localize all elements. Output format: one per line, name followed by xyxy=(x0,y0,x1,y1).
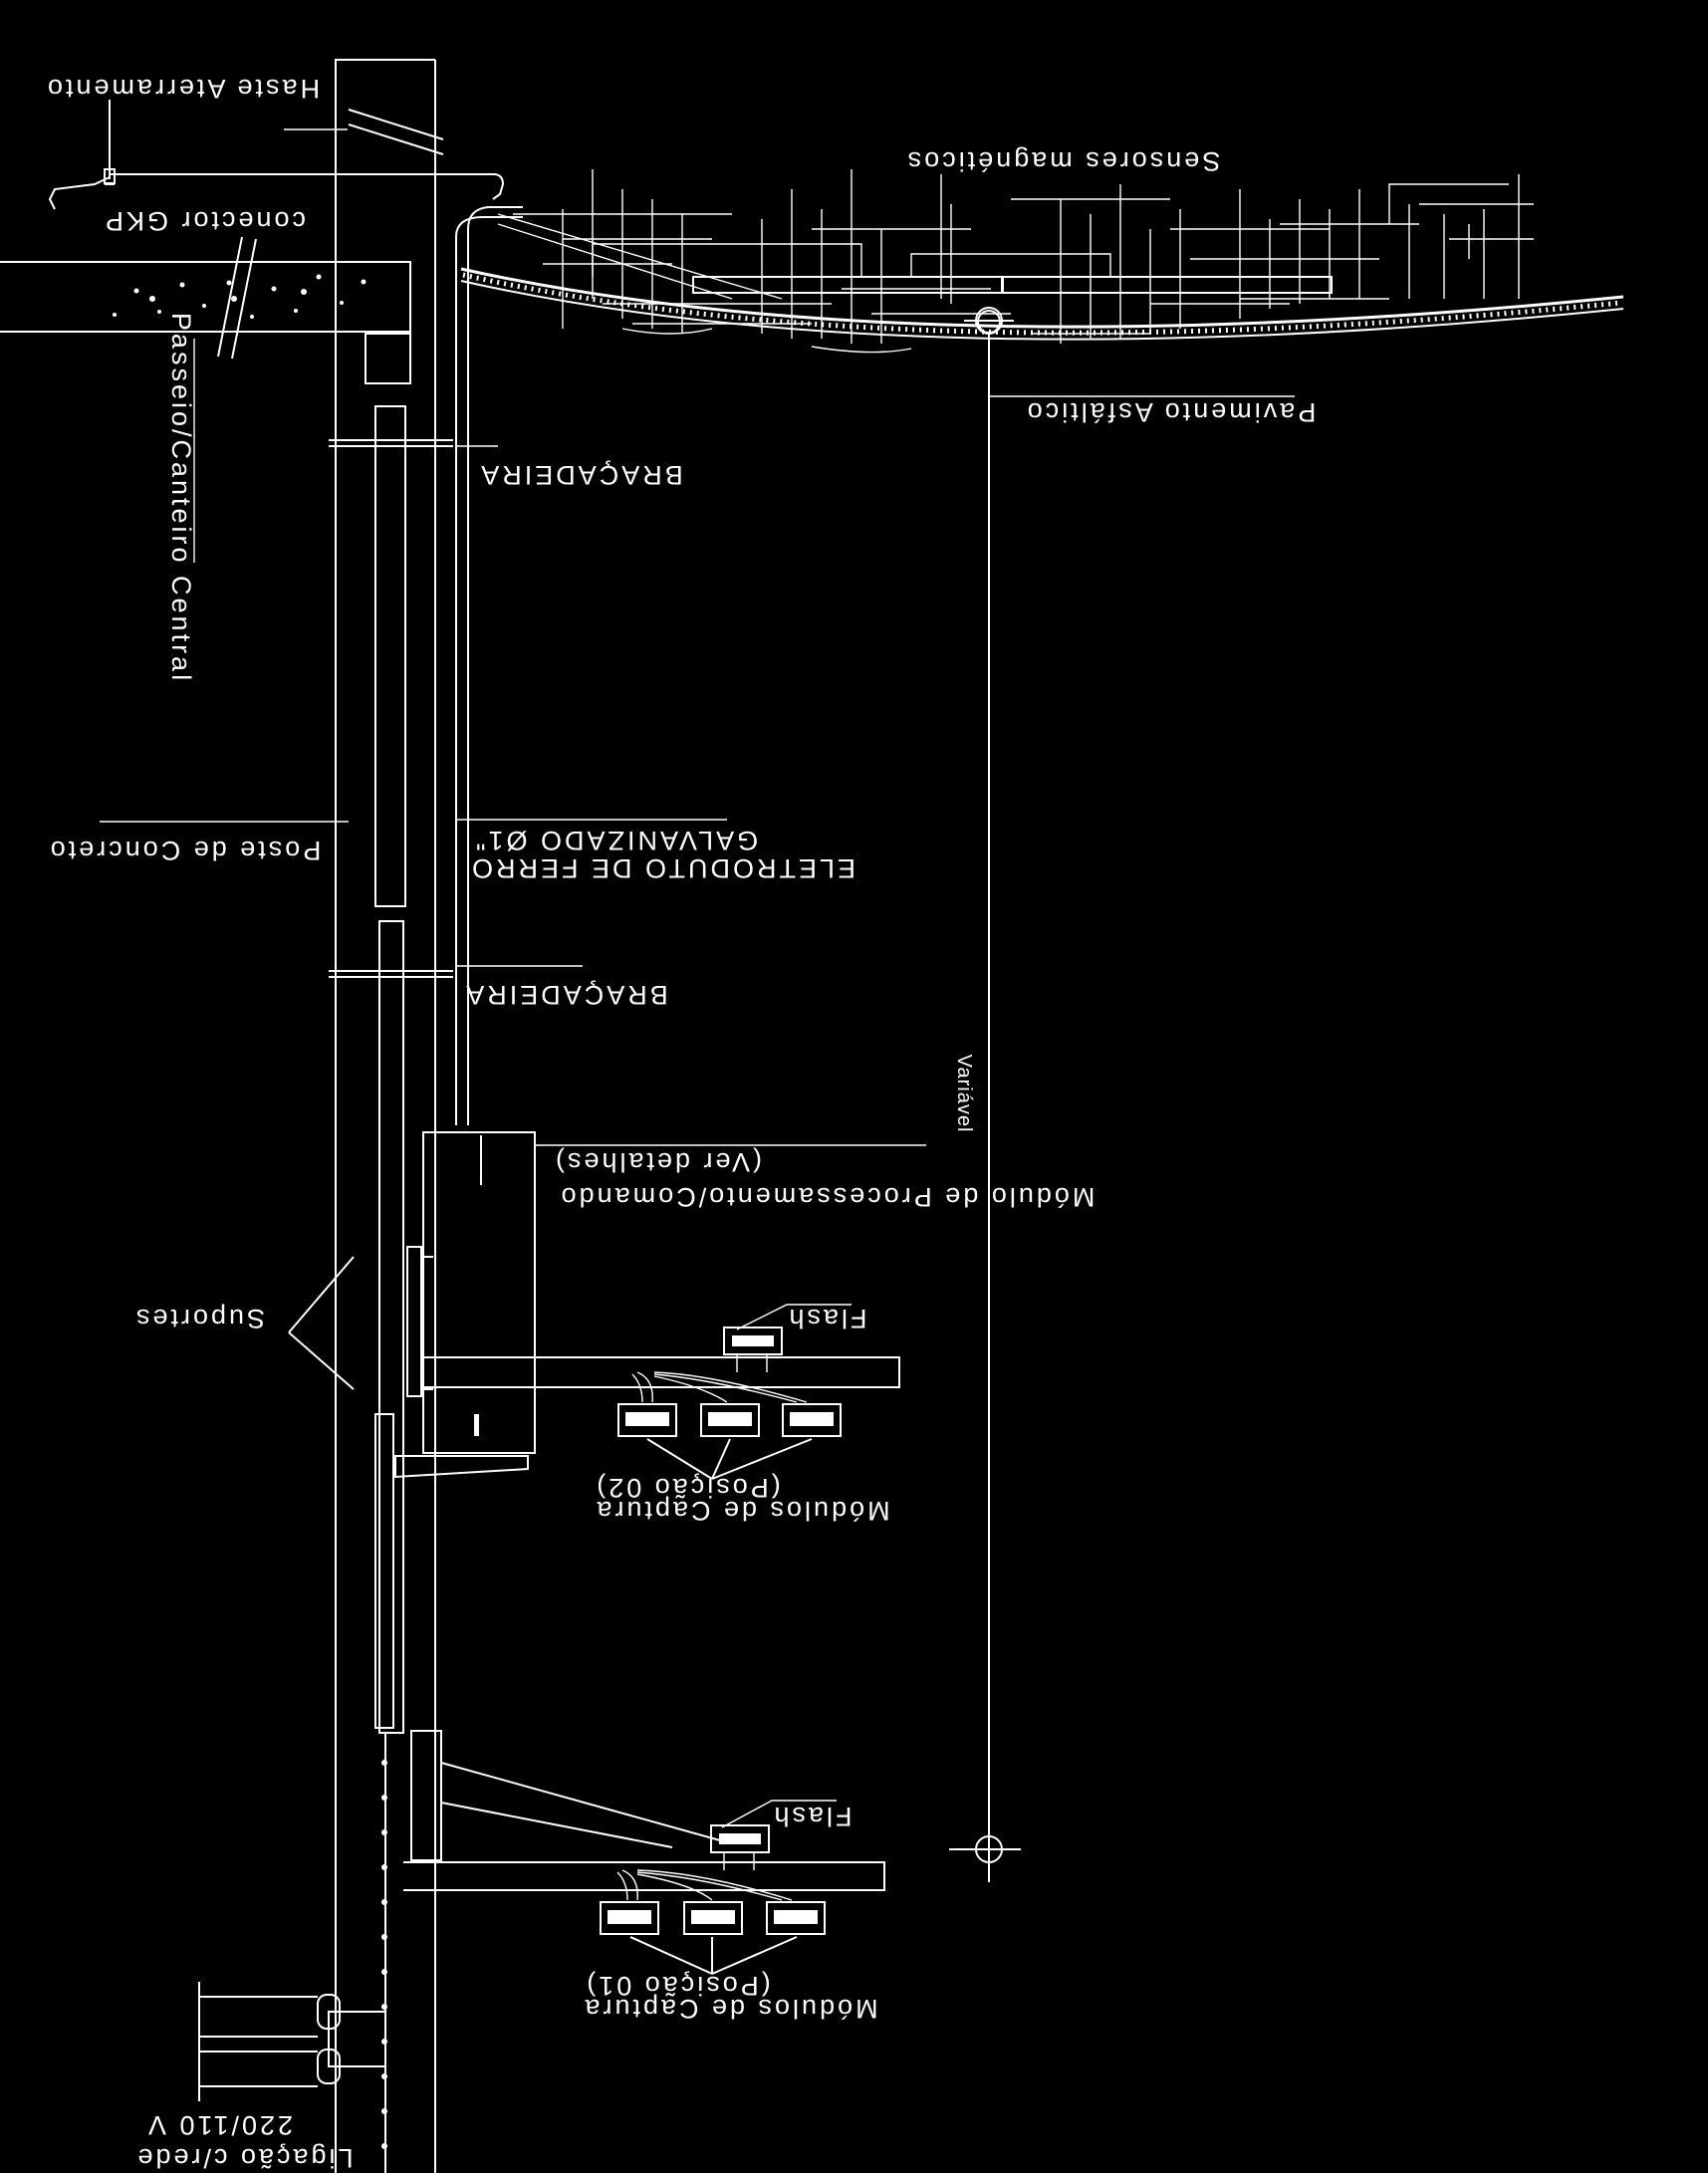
upper-capture-cameras xyxy=(617,1403,842,1437)
concrete-pole xyxy=(335,59,444,2173)
label-captura-01-pos: (Posição 01) xyxy=(584,1971,771,2001)
svg-text:Haste Aterramento: Haste Aterramento xyxy=(45,74,320,104)
upper-arm xyxy=(421,1327,900,1480)
label-captura-02-title: Módulos de Captura xyxy=(594,1496,889,1526)
label-conector-gkp: conector GKP xyxy=(103,206,306,236)
power-connection xyxy=(198,1982,385,2101)
svg-text:Módulos de Captura: Módulos de Captura xyxy=(594,1496,889,1526)
leader-lines xyxy=(100,128,1295,1828)
svg-text:(Posição 01): (Posição 01) xyxy=(584,1971,771,2001)
svg-text:Módulo de Processamento/Comand: Módulo de Processamento/Comando xyxy=(559,1182,1096,1212)
svg-text:Flash: Flash xyxy=(771,1802,852,1831)
label-bracadeira-top: BRAÇADEIRA xyxy=(478,460,683,490)
conduit xyxy=(455,206,523,1185)
drawing-geometry xyxy=(0,59,1624,2173)
svg-text:Variável: Variável xyxy=(953,1055,975,1133)
label-variavel: Variável xyxy=(953,1055,975,1133)
svg-text:Sensores magnéticos: Sensores magnéticos xyxy=(905,146,1221,176)
labels: Haste Aterramento conector GKP Passeio/C… xyxy=(45,74,1316,2173)
sidewalk-slab xyxy=(0,236,411,360)
label-captura-02-pos: (Posição 02) xyxy=(594,1473,781,1503)
label-modulo-processamento: Módulo de Processamento/Comando xyxy=(559,1182,1096,1212)
svg-text:Poste de Concreto: Poste de Concreto xyxy=(48,836,322,865)
lower-capture-cameras xyxy=(600,1901,826,1935)
label-sensores: Sensores magnéticos xyxy=(905,146,1221,176)
label-ligacao-rede: Ligação c/rede xyxy=(134,2143,353,2173)
svg-text:BRAÇADEIRA: BRAÇADEIRA xyxy=(463,980,668,1010)
lower-arm xyxy=(403,1730,885,1975)
magnetic-sensors xyxy=(497,169,1534,354)
grounding-rod xyxy=(48,100,505,210)
label-haste-aterramento: Haste Aterramento xyxy=(45,74,320,104)
svg-text:(Ver detalhes): (Ver detalhes) xyxy=(553,1147,762,1177)
label-flash-lower: Flash xyxy=(771,1802,852,1831)
processing-module xyxy=(394,1131,536,1479)
svg-text:(Posição 02): (Posição 02) xyxy=(594,1473,781,1503)
svg-text:Flash: Flash xyxy=(786,1304,866,1333)
label-pavimento: Pavimento Asfáltico xyxy=(1025,397,1317,427)
label-captura-01-title: Módulos de Captura xyxy=(582,1994,877,2024)
label-poste-concreto: Poste de Concreto xyxy=(48,836,322,865)
svg-text:Passeio/Canteiro Central: Passeio/Canteiro Central xyxy=(166,313,196,683)
label-suportes: Suportes xyxy=(133,1304,265,1333)
svg-text:ELETRODUTO DE FERRO: ELETRODUTO DE FERRO xyxy=(469,853,855,883)
label-eletroduto: ELETRODUTO DE FERRO xyxy=(469,853,855,883)
svg-text:BRAÇADEIRA: BRAÇADEIRA xyxy=(478,460,683,490)
label-bracadeira-mid: BRAÇADEIRA xyxy=(463,980,668,1010)
svg-text:GALVANIZADO Ø1": GALVANIZADO Ø1" xyxy=(473,826,758,855)
svg-text:Suportes: Suportes xyxy=(133,1304,265,1333)
svg-text:Módulos de Captura: Módulos de Captura xyxy=(582,1994,877,2024)
label-passeio: Passeio/Canteiro Central xyxy=(166,313,196,683)
road-surface xyxy=(460,169,1624,354)
svg-text:Pavimento Asfáltico: Pavimento Asfáltico xyxy=(1025,397,1317,427)
label-galvanizado: GALVANIZADO Ø1" xyxy=(473,826,758,855)
label-flash-upper: Flash xyxy=(786,1304,866,1333)
supports xyxy=(288,1246,433,1397)
label-voltage: 220/110 V xyxy=(145,2110,293,2140)
clamps xyxy=(329,439,453,978)
svg-text:Ligação c/rede: Ligação c/rede xyxy=(134,2143,353,2173)
svg-text:220/110 V: 220/110 V xyxy=(145,2110,293,2140)
svg-text:conector GKP: conector GKP xyxy=(103,206,306,236)
label-ver-detalhes: (Ver detalhes) xyxy=(553,1147,762,1177)
